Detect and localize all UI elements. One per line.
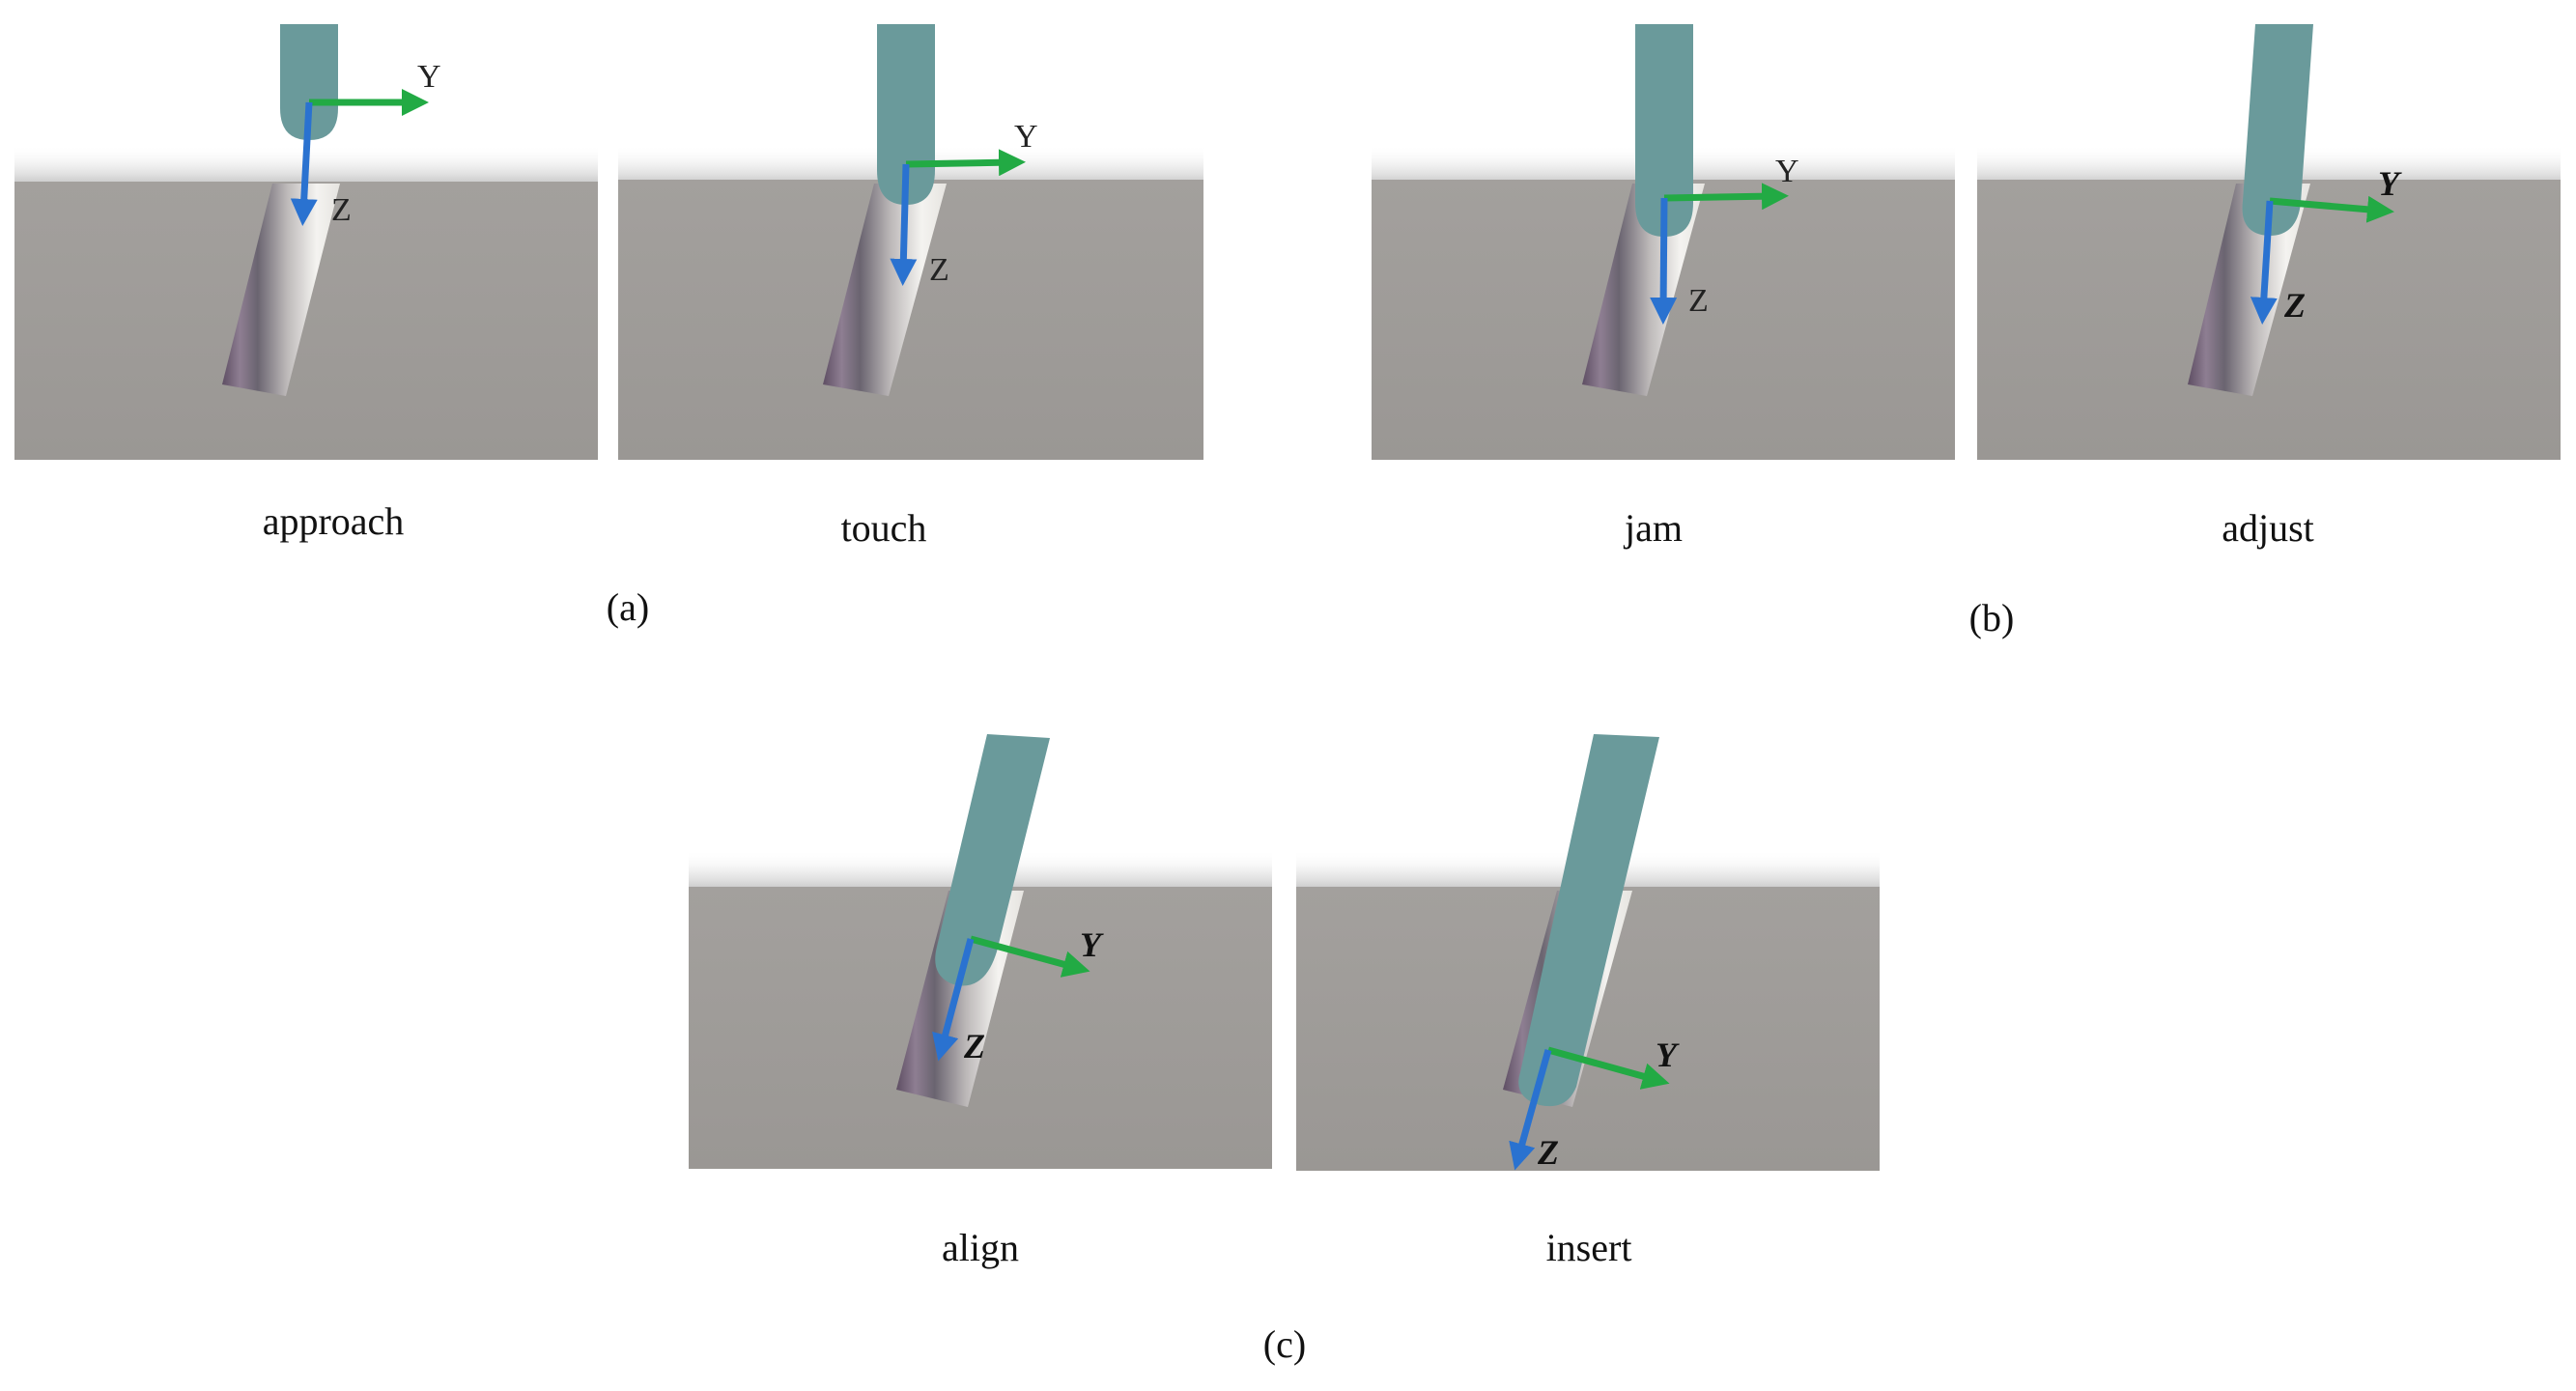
caption-touch: touch	[841, 506, 927, 550]
y-axis-label: Y	[2378, 164, 2402, 203]
y-axis-arrow	[970, 935, 1090, 978]
y-axis-label: Y	[1014, 119, 1038, 155]
y-axis-arrow	[2269, 195, 2394, 223]
hole	[2188, 184, 2310, 396]
hole	[823, 184, 947, 396]
hole	[222, 184, 340, 396]
panel-jam: Y Z jam	[1372, 24, 1955, 550]
group-label-a: (a)	[607, 585, 649, 629]
caption-jam: jam	[1623, 506, 1683, 550]
z-axis-arrow	[890, 163, 918, 286]
caption-adjust: adjust	[2222, 506, 2314, 550]
y-axis-label: Y	[1080, 925, 1104, 964]
z-axis-label: Z	[2283, 286, 2306, 325]
group-label-c: (c)	[1263, 1322, 1306, 1366]
z-axis-label: Z	[963, 1027, 985, 1065]
y-axis-arrow	[1547, 1046, 1670, 1090]
z-axis-label: Z	[1537, 1133, 1559, 1172]
peg	[280, 24, 338, 140]
z-axis-arrow	[290, 101, 318, 226]
caption-approach: approach	[263, 499, 405, 543]
hole	[1582, 184, 1705, 396]
panel-insert: Y Z insert	[1296, 734, 1880, 1269]
peg	[877, 24, 935, 205]
y-axis-label: Y	[1775, 154, 1799, 189]
caption-align: align	[942, 1226, 1019, 1269]
z-axis-arrow	[2250, 200, 2278, 325]
y-axis-arrow	[1663, 183, 1789, 211]
y-axis-label: Y	[1656, 1036, 1680, 1074]
panel-touch: Y Z touch	[618, 24, 1203, 550]
z-axis-arrow	[932, 938, 975, 1062]
z-axis-label: Z	[1688, 283, 1709, 319]
panel-adjust: Y Z adjust	[1977, 24, 2561, 550]
y-axis-label: Y	[417, 59, 441, 95]
z-axis-arrow	[1509, 1049, 1552, 1171]
peg	[1635, 24, 1693, 237]
caption-insert: insert	[1546, 1226, 1632, 1269]
z-axis-label: Z	[929, 252, 949, 288]
group-label-b: (b)	[1969, 596, 2015, 639]
y-axis-arrow	[905, 149, 1026, 177]
peg	[935, 734, 1050, 986]
peg	[2242, 24, 2313, 237]
panel-approach: Y Z approach	[14, 24, 598, 543]
peg	[1518, 734, 1659, 1107]
z-axis-arrow	[1650, 197, 1678, 325]
panel-align: Y Z align	[689, 734, 1272, 1269]
z-axis-label: Z	[331, 192, 352, 228]
